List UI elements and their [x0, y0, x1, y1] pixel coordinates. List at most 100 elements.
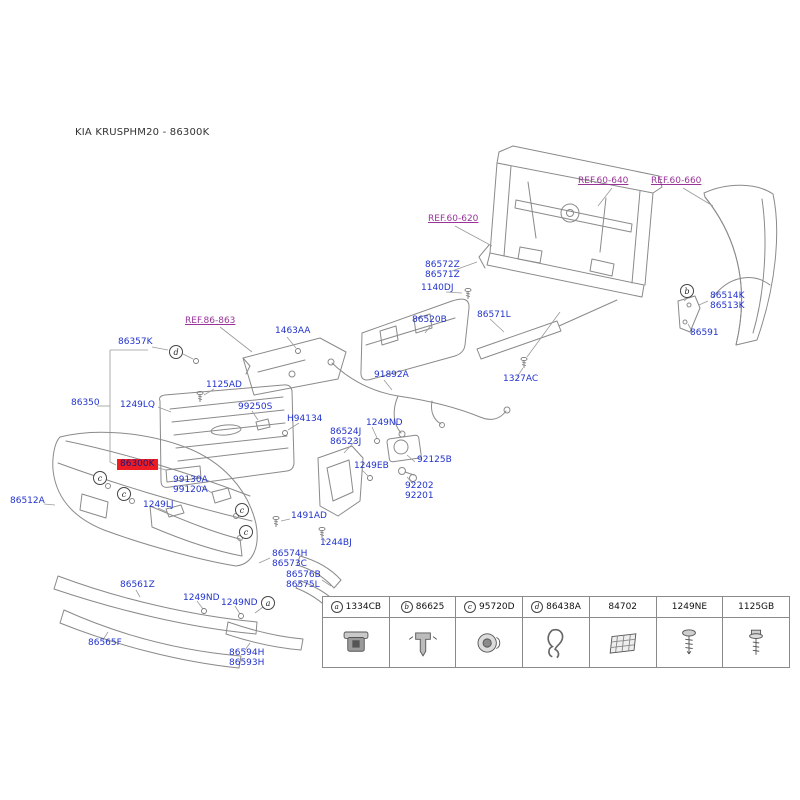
part-label[interactable]: 86523J — [330, 437, 362, 447]
table-part-number[interactable]: 1249NE — [671, 602, 708, 612]
table-callout-letter: d — [531, 601, 544, 613]
clip-glyph — [367, 475, 373, 481]
fog-bezel-art — [317, 445, 364, 517]
retainer-clip-icon — [390, 618, 456, 667]
callout-d: d — [169, 345, 183, 359]
part-label[interactable]: 86574H — [272, 549, 308, 559]
part-label[interactable]: 1125AD — [206, 380, 242, 390]
clip-glyph — [201, 608, 207, 614]
part-label[interactable]: 86520B — [412, 315, 447, 325]
tapping-screw-icon — [657, 618, 723, 667]
highlighted-part-label[interactable]: 86300K — [117, 459, 158, 470]
screw-glyph — [520, 356, 528, 368]
part-label[interactable]: 86575L — [286, 580, 320, 590]
part-label[interactable]: 86565F — [88, 638, 122, 648]
part-label[interactable]: H94134 — [287, 414, 323, 424]
screw-glyph — [196, 390, 204, 402]
part-label[interactable]: 1249LQ — [120, 400, 156, 410]
radiator-support-art — [478, 145, 663, 298]
table-part-number[interactable]: 1334CB — [345, 602, 382, 612]
part-label[interactable]: 86512A — [10, 496, 45, 506]
callout-c: c — [117, 487, 131, 501]
table-header-cell: 1249NE — [656, 597, 723, 618]
table-column-1125GB: 1125GB — [722, 597, 790, 667]
table-header-cell: 84702 — [589, 597, 656, 618]
clip-glyph — [193, 358, 199, 364]
part-label[interactable]: 1249LJ — [143, 500, 174, 510]
part-label[interactable]: 1249ND — [183, 593, 220, 603]
part-label[interactable]: 86593H — [229, 658, 265, 668]
table-callout-letter: c — [464, 601, 477, 613]
part-label[interactable]: 99250S — [238, 402, 273, 412]
callout-c: c — [239, 525, 253, 539]
table-part-number[interactable]: 84702 — [608, 602, 638, 612]
part-label[interactable]: 86573C — [272, 559, 307, 569]
part-label[interactable]: 86357K — [118, 337, 153, 347]
callout-c: c — [235, 503, 249, 517]
part-label[interactable]: 1140DJ — [421, 283, 454, 293]
fastener-glyphs — [193, 287, 528, 619]
clip-glyph — [374, 438, 380, 444]
part-label[interactable]: 86591 — [690, 328, 719, 338]
table-part-number[interactable]: 86438A — [546, 602, 581, 612]
part-label[interactable]: 1491AD — [291, 511, 327, 521]
lower-strips-art — [53, 575, 304, 669]
part-label[interactable]: 1249EB — [354, 461, 389, 471]
bolt-screw-icon — [723, 618, 789, 667]
table-header-cell: 1125GB — [723, 597, 790, 618]
part-label[interactable]: 86571Z — [425, 270, 460, 280]
ref-label[interactable]: REF.60-640 — [578, 176, 629, 186]
small-brackets-art — [165, 418, 271, 518]
table-column-84702: 84702 — [588, 597, 656, 667]
bolt-glyph — [272, 515, 280, 527]
part-label[interactable]: 1249ND — [366, 418, 403, 428]
clip-glyph — [238, 613, 244, 619]
screw-glyph — [318, 526, 326, 538]
wiring-harness-art — [327, 358, 511, 438]
part-label[interactable]: 1249ND — [221, 598, 258, 608]
part-label[interactable]: 99130A — [173, 475, 208, 485]
part-label[interactable]: 1327AC — [503, 374, 539, 384]
clip-glyph — [295, 348, 301, 354]
grille-art — [159, 384, 295, 488]
part-label[interactable]: 1463AA — [275, 326, 311, 336]
part-label[interactable]: 86561Z — [120, 580, 155, 590]
table-callout-letter: b — [400, 601, 413, 613]
part-label[interactable]: 92201 — [405, 491, 434, 501]
table-part-number[interactable]: 1125GB — [738, 602, 775, 612]
grommet-clip-icon — [323, 618, 389, 667]
callout-a: a — [261, 596, 275, 610]
callout-c: c — [93, 471, 107, 485]
part-label[interactable]: 86571L — [477, 310, 511, 320]
part-label[interactable]: 86576B — [286, 570, 321, 580]
part-label[interactable]: 92202 — [405, 481, 434, 491]
fender-art — [703, 184, 778, 346]
table-callout-letter: a — [330, 601, 343, 613]
table-part-number[interactable]: 95720D — [479, 602, 515, 612]
part-label[interactable]: 86513K — [710, 301, 745, 311]
part-label[interactable]: 86572Z — [425, 260, 460, 270]
table-part-number[interactable]: 86625 — [415, 602, 445, 612]
ref-label[interactable]: REF.60-660 — [651, 176, 702, 186]
part-label[interactable]: 86514K — [710, 291, 745, 301]
ref-label[interactable]: REF.86-863 — [185, 316, 236, 326]
retainer-pad-icon — [590, 618, 656, 667]
screw-glyph — [464, 287, 472, 299]
ref-label[interactable]: REF.60-620 — [428, 214, 479, 224]
part-label[interactable]: 1244BJ — [320, 538, 352, 548]
part-label[interactable]: 92125B — [417, 455, 452, 465]
table-column-1249NE: 1249NE — [655, 597, 723, 667]
part-label[interactable]: 99120A — [173, 485, 208, 495]
energy-absorber-art — [360, 298, 470, 381]
part-label[interactable]: 86594H — [229, 648, 265, 658]
part-label[interactable]: 86350 — [71, 398, 100, 408]
part-label[interactable]: 86524J — [330, 427, 362, 437]
part-label[interactable]: 91892A — [374, 370, 409, 380]
